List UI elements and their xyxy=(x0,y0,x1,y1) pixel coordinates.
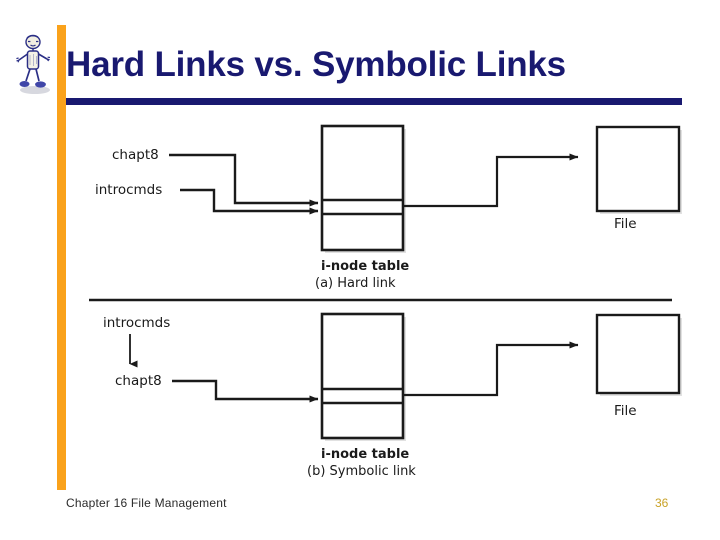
page-number: 36 xyxy=(655,496,669,510)
stick-figure-person-icon xyxy=(12,33,58,95)
footer-chapter-label: Chapter 16 File Management xyxy=(66,496,227,510)
caption-inode-table-a: i-node table xyxy=(321,259,410,274)
caption-figure-a: (a) Hard link xyxy=(315,276,396,291)
caption-figure-b: (b) Symbolic link xyxy=(307,464,416,479)
label-chapt8-b: chapt8 xyxy=(115,373,162,389)
label-introcmds-a: introcmds xyxy=(95,182,163,198)
panel-symbolic-link xyxy=(129,312,682,441)
label-chapt8-a: chapt8 xyxy=(112,147,159,163)
title-underline-rule xyxy=(57,98,682,105)
caption-inode-table-b: i-node table xyxy=(321,447,410,462)
file-box-b xyxy=(595,313,681,395)
connector-inode-to-file-b xyxy=(404,341,579,397)
connector-chapt8-to-inode xyxy=(169,153,319,207)
connector-inode-to-file-a xyxy=(404,153,579,208)
file-box-a xyxy=(595,125,681,213)
panel-hard-link xyxy=(169,124,682,253)
label-introcmds-b: introcmds xyxy=(103,315,171,331)
inode-table-box-a xyxy=(320,124,405,252)
inode-table-box-b xyxy=(320,312,405,440)
label-file-a: File xyxy=(614,216,637,232)
orange-accent-bar xyxy=(57,25,66,490)
page-title: Hard Links vs. Symbolic Links xyxy=(66,45,566,84)
connector-chapt8-to-inode-b xyxy=(172,379,319,403)
label-file-b: File xyxy=(614,403,637,419)
connector-introcmds-to-inode xyxy=(180,188,319,215)
